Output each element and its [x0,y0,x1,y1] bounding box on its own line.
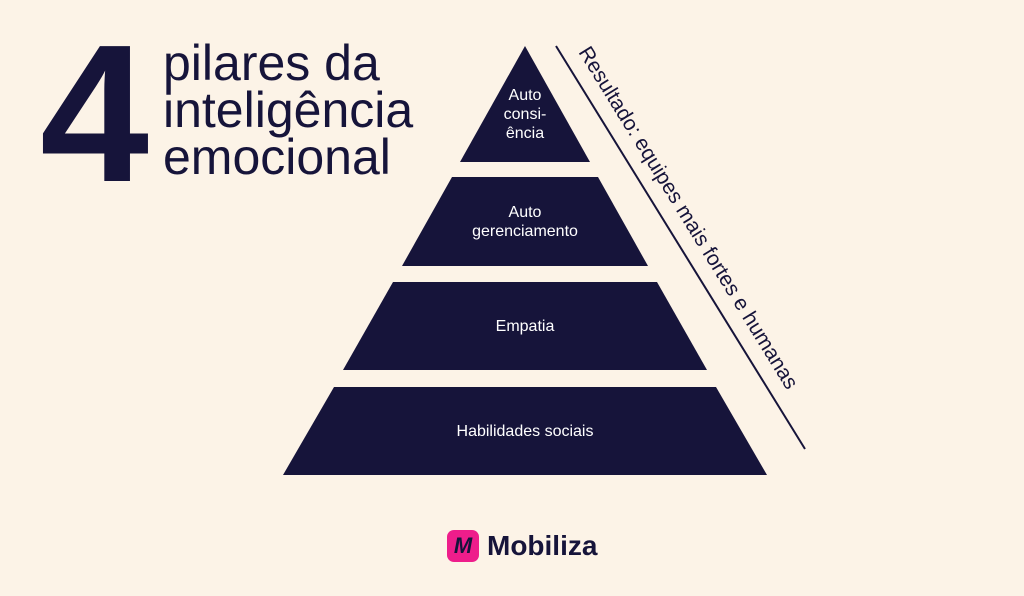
page-title: pilares da inteligência emocional [163,35,414,185]
tier-3-label: Empatia [496,318,555,335]
tier-4-label: Habilidades sociais [457,423,594,440]
brand-mark-icon: M [447,530,479,562]
title-number: 4 [40,4,149,223]
tier-1-label: ência [506,125,544,142]
result-divider-line [555,45,806,450]
brand-logo: M Mobiliza [447,530,597,562]
pyramid-tier-4 [283,387,767,475]
title-line: emocional [163,129,391,185]
tier-2-label: gerenciamento [472,223,578,240]
pyramid-tier-2 [402,177,648,266]
brand-name: Mobiliza [487,530,598,561]
pyramid-tier-3 [343,282,707,370]
title-line: inteligência [163,82,414,138]
title-line: pilares da [163,35,380,91]
tier-1-label: consi- [504,106,547,123]
tier-1-label: Auto [509,87,542,104]
tier-2-label: Auto [509,204,542,221]
pyramid-tier-1 [460,46,590,162]
